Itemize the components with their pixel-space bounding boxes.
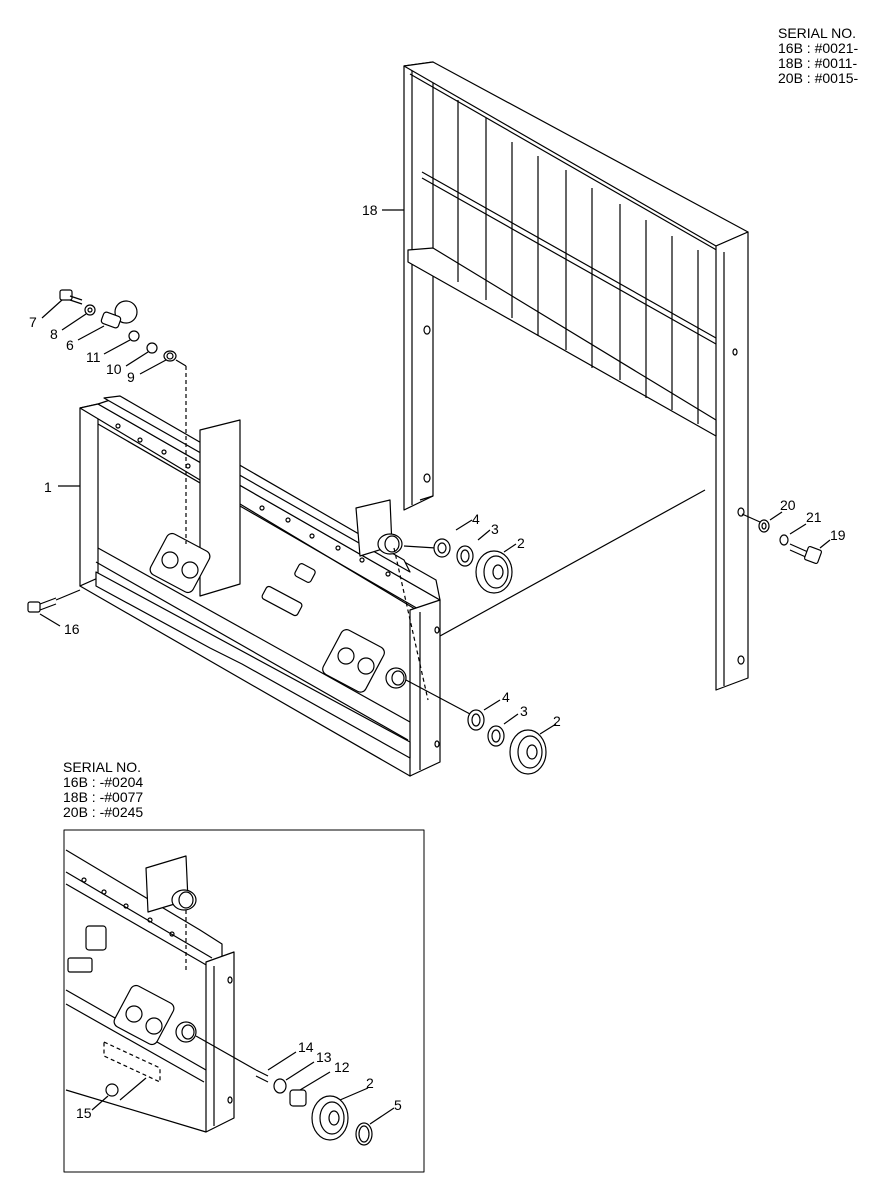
serial-line: 18B : -#0077 [63, 789, 144, 805]
callout-3-upper: 3 [491, 521, 499, 537]
callout-11: 11 [86, 349, 101, 365]
upper-roller-stack [403, 519, 517, 594]
callout-8: 8 [50, 326, 58, 342]
carriage-part-1 [79, 366, 441, 777]
callout-4-lower: 4 [502, 689, 510, 705]
serial-line: 18B : #0011- [778, 55, 858, 71]
callout-16: 16 [64, 621, 80, 637]
serial-number-block-top: SERIAL NO. 16B : #0021- 18B : #0011- 20B… [778, 26, 858, 86]
serial-line: 16B : #0021- [778, 40, 859, 56]
serial-number-block-bottom: SERIAL NO. 16B : -#0204 18B : -#0077 20B… [63, 760, 143, 820]
right-hardware [741, 511, 831, 565]
callout-19: 19 [830, 527, 846, 543]
serial-heading: SERIAL NO. [778, 25, 857, 41]
lower-roller-stack [405, 679, 557, 775]
callout-2-inset: 2 [366, 1075, 374, 1091]
callout-13: 13 [316, 1049, 332, 1065]
top-left-hardware [41, 289, 187, 375]
callout-1: 1 [44, 479, 52, 495]
callout-6: 6 [66, 337, 74, 353]
callout-10: 10 [106, 361, 122, 377]
serial-heading: SERIAL NO. [63, 759, 142, 775]
callout-20: 20 [780, 497, 796, 513]
bolt-part-16 [27, 589, 81, 627]
callout-21: 21 [806, 509, 822, 525]
callout-3-lower: 3 [520, 703, 528, 719]
callout-2-lower: 2 [553, 713, 561, 729]
serial-line: 20B : -#0245 [63, 804, 144, 820]
callout-2-upper: 2 [517, 535, 525, 551]
inset-detail [63, 829, 425, 1173]
callout-7: 7 [29, 314, 37, 330]
callout-12: 12 [334, 1059, 350, 1075]
callout-5: 5 [394, 1097, 402, 1113]
callout-9: 9 [127, 369, 135, 385]
callout-14: 14 [298, 1039, 314, 1055]
backrest-part-18 [403, 61, 749, 691]
serial-line: 20B : #0015- [778, 70, 859, 86]
callout-15: 15 [76, 1105, 92, 1121]
callout-18: 18 [362, 202, 378, 218]
serial-line: 16B : -#0204 [63, 774, 144, 790]
callout-4-upper: 4 [472, 511, 480, 527]
